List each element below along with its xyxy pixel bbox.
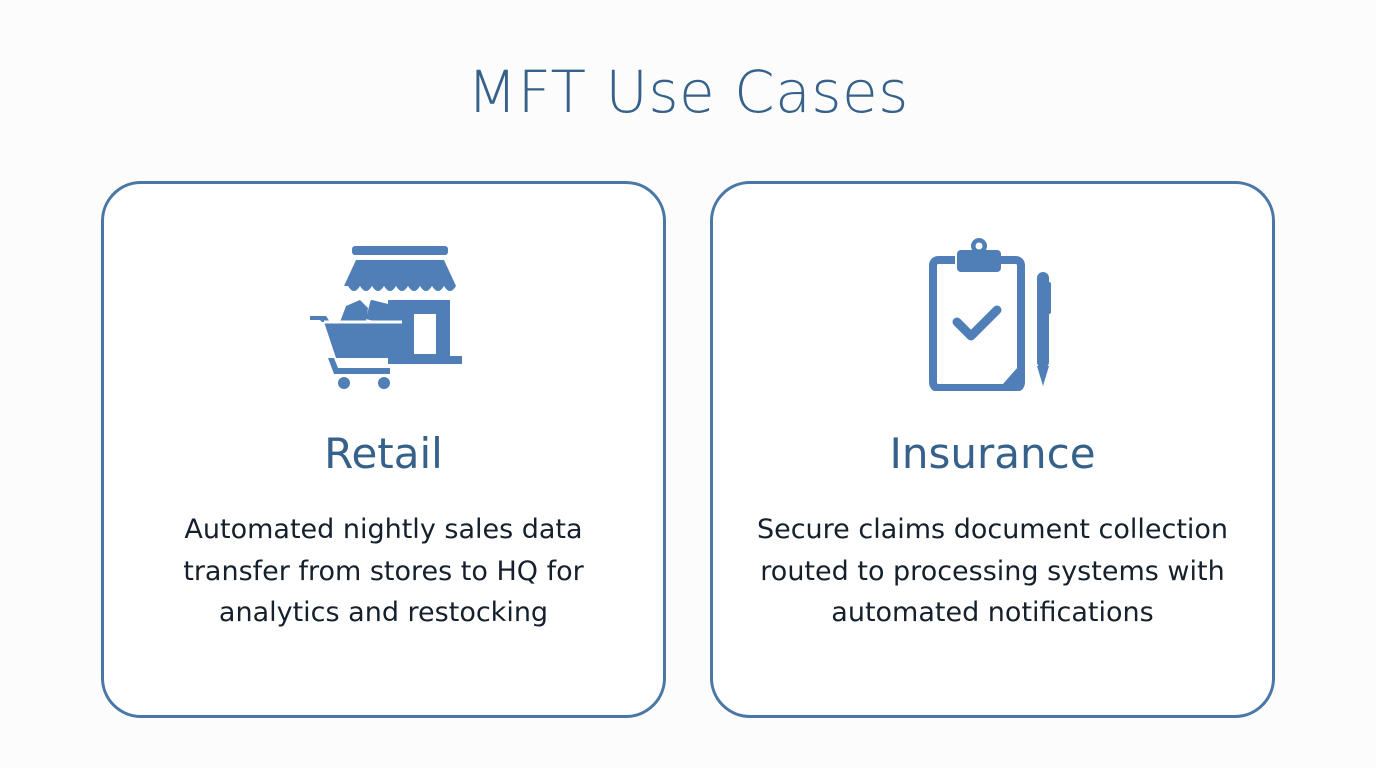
use-case-card-insurance: Insurance Secure claims document collect… [710, 181, 1275, 718]
clipboard-check-pen-icon [928, 238, 1051, 391]
page-title: MFT Use Cases [467, 58, 909, 126]
card-description: Automated nightly sales data transfer fr… [183, 514, 584, 628]
card-title: Retail [324, 429, 443, 478]
use-case-card-retail: Retail Automated nightly sales data tran… [101, 181, 666, 718]
card-description: Secure claims document collection routed… [756, 514, 1229, 628]
storefront-cart-icon [309, 246, 462, 389]
card-title: Insurance [889, 429, 1096, 478]
